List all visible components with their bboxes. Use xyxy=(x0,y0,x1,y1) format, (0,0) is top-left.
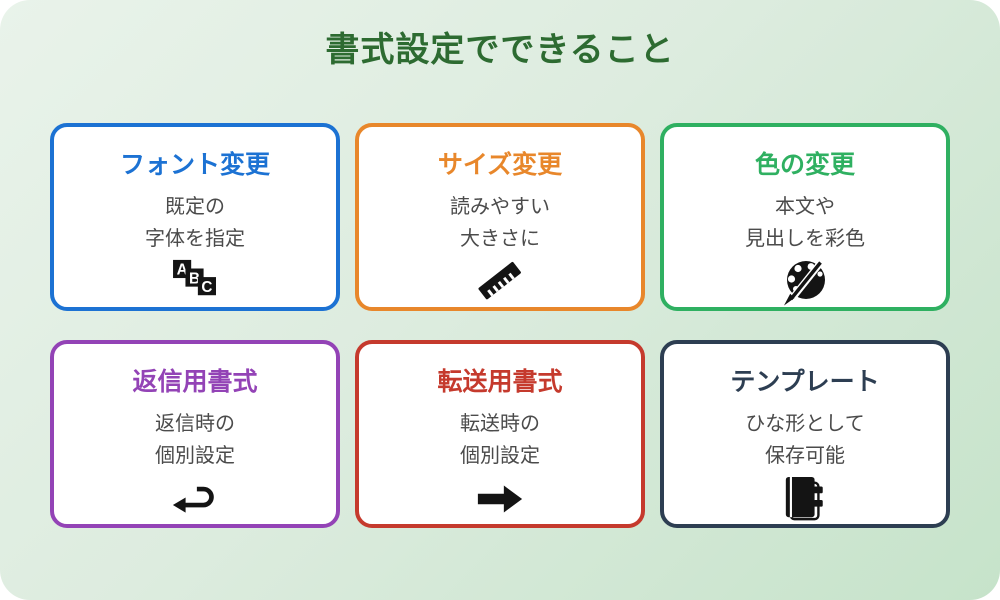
svg-text:B: B xyxy=(189,270,200,287)
abc-blocks-icon: A B C xyxy=(170,258,220,300)
card-forward-format: 転送用書式 転送時の 個別設定 xyxy=(355,340,645,528)
svg-text:A: A xyxy=(177,262,188,279)
card-description-line: 本文や xyxy=(775,196,835,218)
page-title: 書式設定でできること xyxy=(325,31,675,69)
card-description-line: ひな形として xyxy=(745,413,865,435)
card-template: テンプレート ひな形として 保存可能 xyxy=(660,340,950,528)
card-description-line: 返信時の xyxy=(155,413,235,435)
card-color-change: 色の変更 本文や 見出しを彩色 xyxy=(660,123,950,311)
card-size-change: サイズ変更 読みやすい 大きさに xyxy=(355,123,645,311)
card-title: テンプレート xyxy=(730,368,880,396)
card-description-line: 個別設定 xyxy=(155,445,235,467)
card-description-line: 大きさに xyxy=(460,228,540,250)
card-description-line: 字体を指定 xyxy=(145,228,245,250)
palette-icon xyxy=(781,258,829,306)
card-description-line: 個別設定 xyxy=(460,445,540,467)
card-grid: フォント変更 既定の 字体を指定 A B C サイズ変更 読みやすい 大きさに xyxy=(0,123,1000,528)
card-description-line: 転送時の xyxy=(460,413,540,435)
card-title: 転送用書式 xyxy=(437,368,563,396)
card-title: 返信用書式 xyxy=(132,368,258,396)
notebook-icon xyxy=(782,475,828,523)
card-description-line: 既定の xyxy=(165,196,225,218)
svg-text:C: C xyxy=(201,279,212,296)
card-description-line: 見出しを彩色 xyxy=(745,228,865,250)
card-title: 色の変更 xyxy=(754,151,855,179)
card-reply-format: 返信用書式 返信時の 個別設定 xyxy=(50,340,340,528)
reply-arrow-icon xyxy=(170,482,220,514)
card-font-change: フォント変更 既定の 字体を指定 A B C xyxy=(50,123,340,311)
card-title: サイズ変更 xyxy=(437,151,563,179)
card-description-line: 保存可能 xyxy=(765,445,845,467)
ruler-icon xyxy=(476,258,524,304)
card-title: フォント変更 xyxy=(119,151,270,179)
forward-arrow-icon xyxy=(475,480,525,518)
card-description-line: 読みやすい xyxy=(450,196,550,218)
